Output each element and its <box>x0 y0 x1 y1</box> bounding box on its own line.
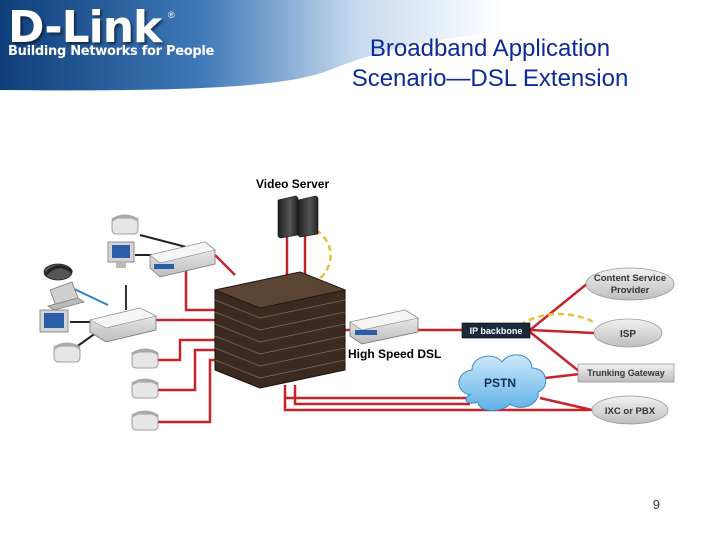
trunking-gateway-label: Trunking Gateway <box>587 368 665 378</box>
link-backbone-isp <box>529 328 595 335</box>
header-background <box>0 0 720 91</box>
trunking-gateway-node: Trunking Gateway <box>577 363 675 383</box>
slide-title-line1: Broadband Application <box>369 35 611 62</box>
video-server <box>277 195 319 239</box>
content-service-provider-label-line2: Provider <box>611 285 650 296</box>
phone-icon <box>111 214 139 235</box>
desktop-pc-icon <box>107 241 135 268</box>
link-modem-top-dslam-2 <box>214 254 236 276</box>
video-server-label: Video Server <box>256 177 329 191</box>
slide-title-line2: Scenario—DSL Extension <box>351 65 629 92</box>
pstn-label: PSTN <box>484 376 516 390</box>
link-backbone-csp <box>529 282 589 331</box>
content-service-provider-label-line1: Content Service <box>594 273 666 284</box>
header-band: D-Link ® Building Networks for People <box>0 0 720 95</box>
slide-title: Broadband Application Scenario—DSL Exten… <box>300 34 680 94</box>
cordless-phone-icon <box>43 263 73 281</box>
wireless-router <box>89 285 157 343</box>
link-phone2-dslam <box>155 348 225 392</box>
phone-left-icon <box>53 342 81 363</box>
isp-label: ISP <box>620 329 636 340</box>
page-number: 9 <box>652 497 660 512</box>
brand-tagline: Building Networks for People <box>8 44 215 59</box>
laptop-icon <box>47 281 85 311</box>
network-diagram: Video Server <box>39 177 675 431</box>
link-pstn-ixc <box>539 396 593 412</box>
content-service-provider-node: Content Service Provider <box>585 267 675 301</box>
dslam-chassis <box>213 271 347 389</box>
ip-backbone-label: IP backbone <box>470 326 523 336</box>
dsl-switch <box>349 309 419 345</box>
link-backbone-trunking <box>529 331 581 373</box>
top-left-clients <box>107 214 216 278</box>
phone-icon-1 <box>131 348 159 369</box>
high-speed-dsl-label: High Speed DSL <box>348 347 441 361</box>
phone-icon-2 <box>131 378 159 399</box>
link-backbone-isp-wireless <box>519 312 595 327</box>
link-dslam-pstn-1 <box>283 385 470 400</box>
pstn-cloud: PSTN <box>458 354 547 411</box>
phone-icon-3 <box>131 410 159 431</box>
link-laptop-wifi <box>71 287 109 306</box>
analog-phones <box>131 348 159 431</box>
desktop-pc-left-icon <box>39 309 69 333</box>
brand-logo: D-Link <box>8 2 162 53</box>
link-pstn-trunking <box>544 372 581 380</box>
isp-node: ISP <box>593 318 663 348</box>
link-phone-top-modem <box>139 234 191 249</box>
dsl-modem-top <box>149 241 216 278</box>
left-clients <box>39 263 157 363</box>
ip-backbone: IP backbone <box>461 322 531 339</box>
link-modem-top-dslam <box>184 260 225 312</box>
links <box>70 228 595 424</box>
link-dslam-pstn-2 <box>293 385 470 406</box>
ixc-or-pbx-node: IXC or PBX <box>591 395 669 425</box>
link-server-wireless <box>315 228 332 282</box>
link-phone1-dslam <box>155 338 225 362</box>
ixc-or-pbx-label: IXC or PBX <box>605 406 656 417</box>
registered-mark: ® <box>168 10 175 20</box>
